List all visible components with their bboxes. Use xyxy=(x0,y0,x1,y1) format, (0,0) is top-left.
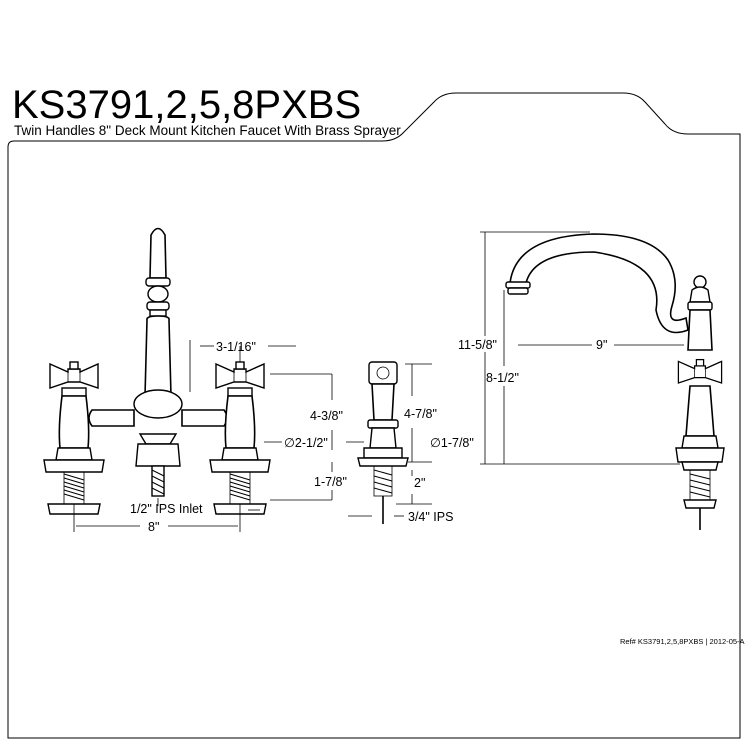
dim-spout-height: 8-1/2" xyxy=(486,371,519,385)
side-dimension-lines xyxy=(480,231,684,465)
side-sprayer xyxy=(357,361,409,524)
dim-inlet: 1/2" IPS Inlet xyxy=(130,502,203,516)
sprayer-dimension-lines xyxy=(346,363,432,517)
dim-handle-height: 4-3/8" xyxy=(310,409,343,423)
dim-sprayer-height: 4-7/8" xyxy=(404,407,437,421)
dim-sprayer-diameter: ∅1-7/8" xyxy=(430,436,474,450)
dim-center-spread: 8" xyxy=(148,520,159,534)
product-subtitle: Twin Handles 8" Deck Mount Kitchen Fauce… xyxy=(14,123,401,138)
dim-total-height: 11-5/8" xyxy=(458,338,497,352)
dim-spout-to-handle: 3-1/16" xyxy=(216,340,256,354)
dim-base-diameter: ∅2-1/2" xyxy=(284,436,328,450)
front-view-faucet xyxy=(43,227,271,515)
sheet-frame xyxy=(7,92,741,739)
dim-base-height: 1-7/8" xyxy=(314,475,347,489)
model-number: KS3791,2,5,8PXBS xyxy=(12,83,361,127)
side-view-faucet xyxy=(505,233,725,530)
front-dimension-lines xyxy=(73,340,333,532)
dim-sprayer-shank: 2" xyxy=(414,476,425,490)
dim-spout-reach: 9" xyxy=(596,338,607,352)
dim-sprayer-thread: 3/4" IPS xyxy=(408,510,453,524)
reference-code: Ref# KS3791,2,5,8PXBS | 2012-05-A xyxy=(620,637,745,646)
